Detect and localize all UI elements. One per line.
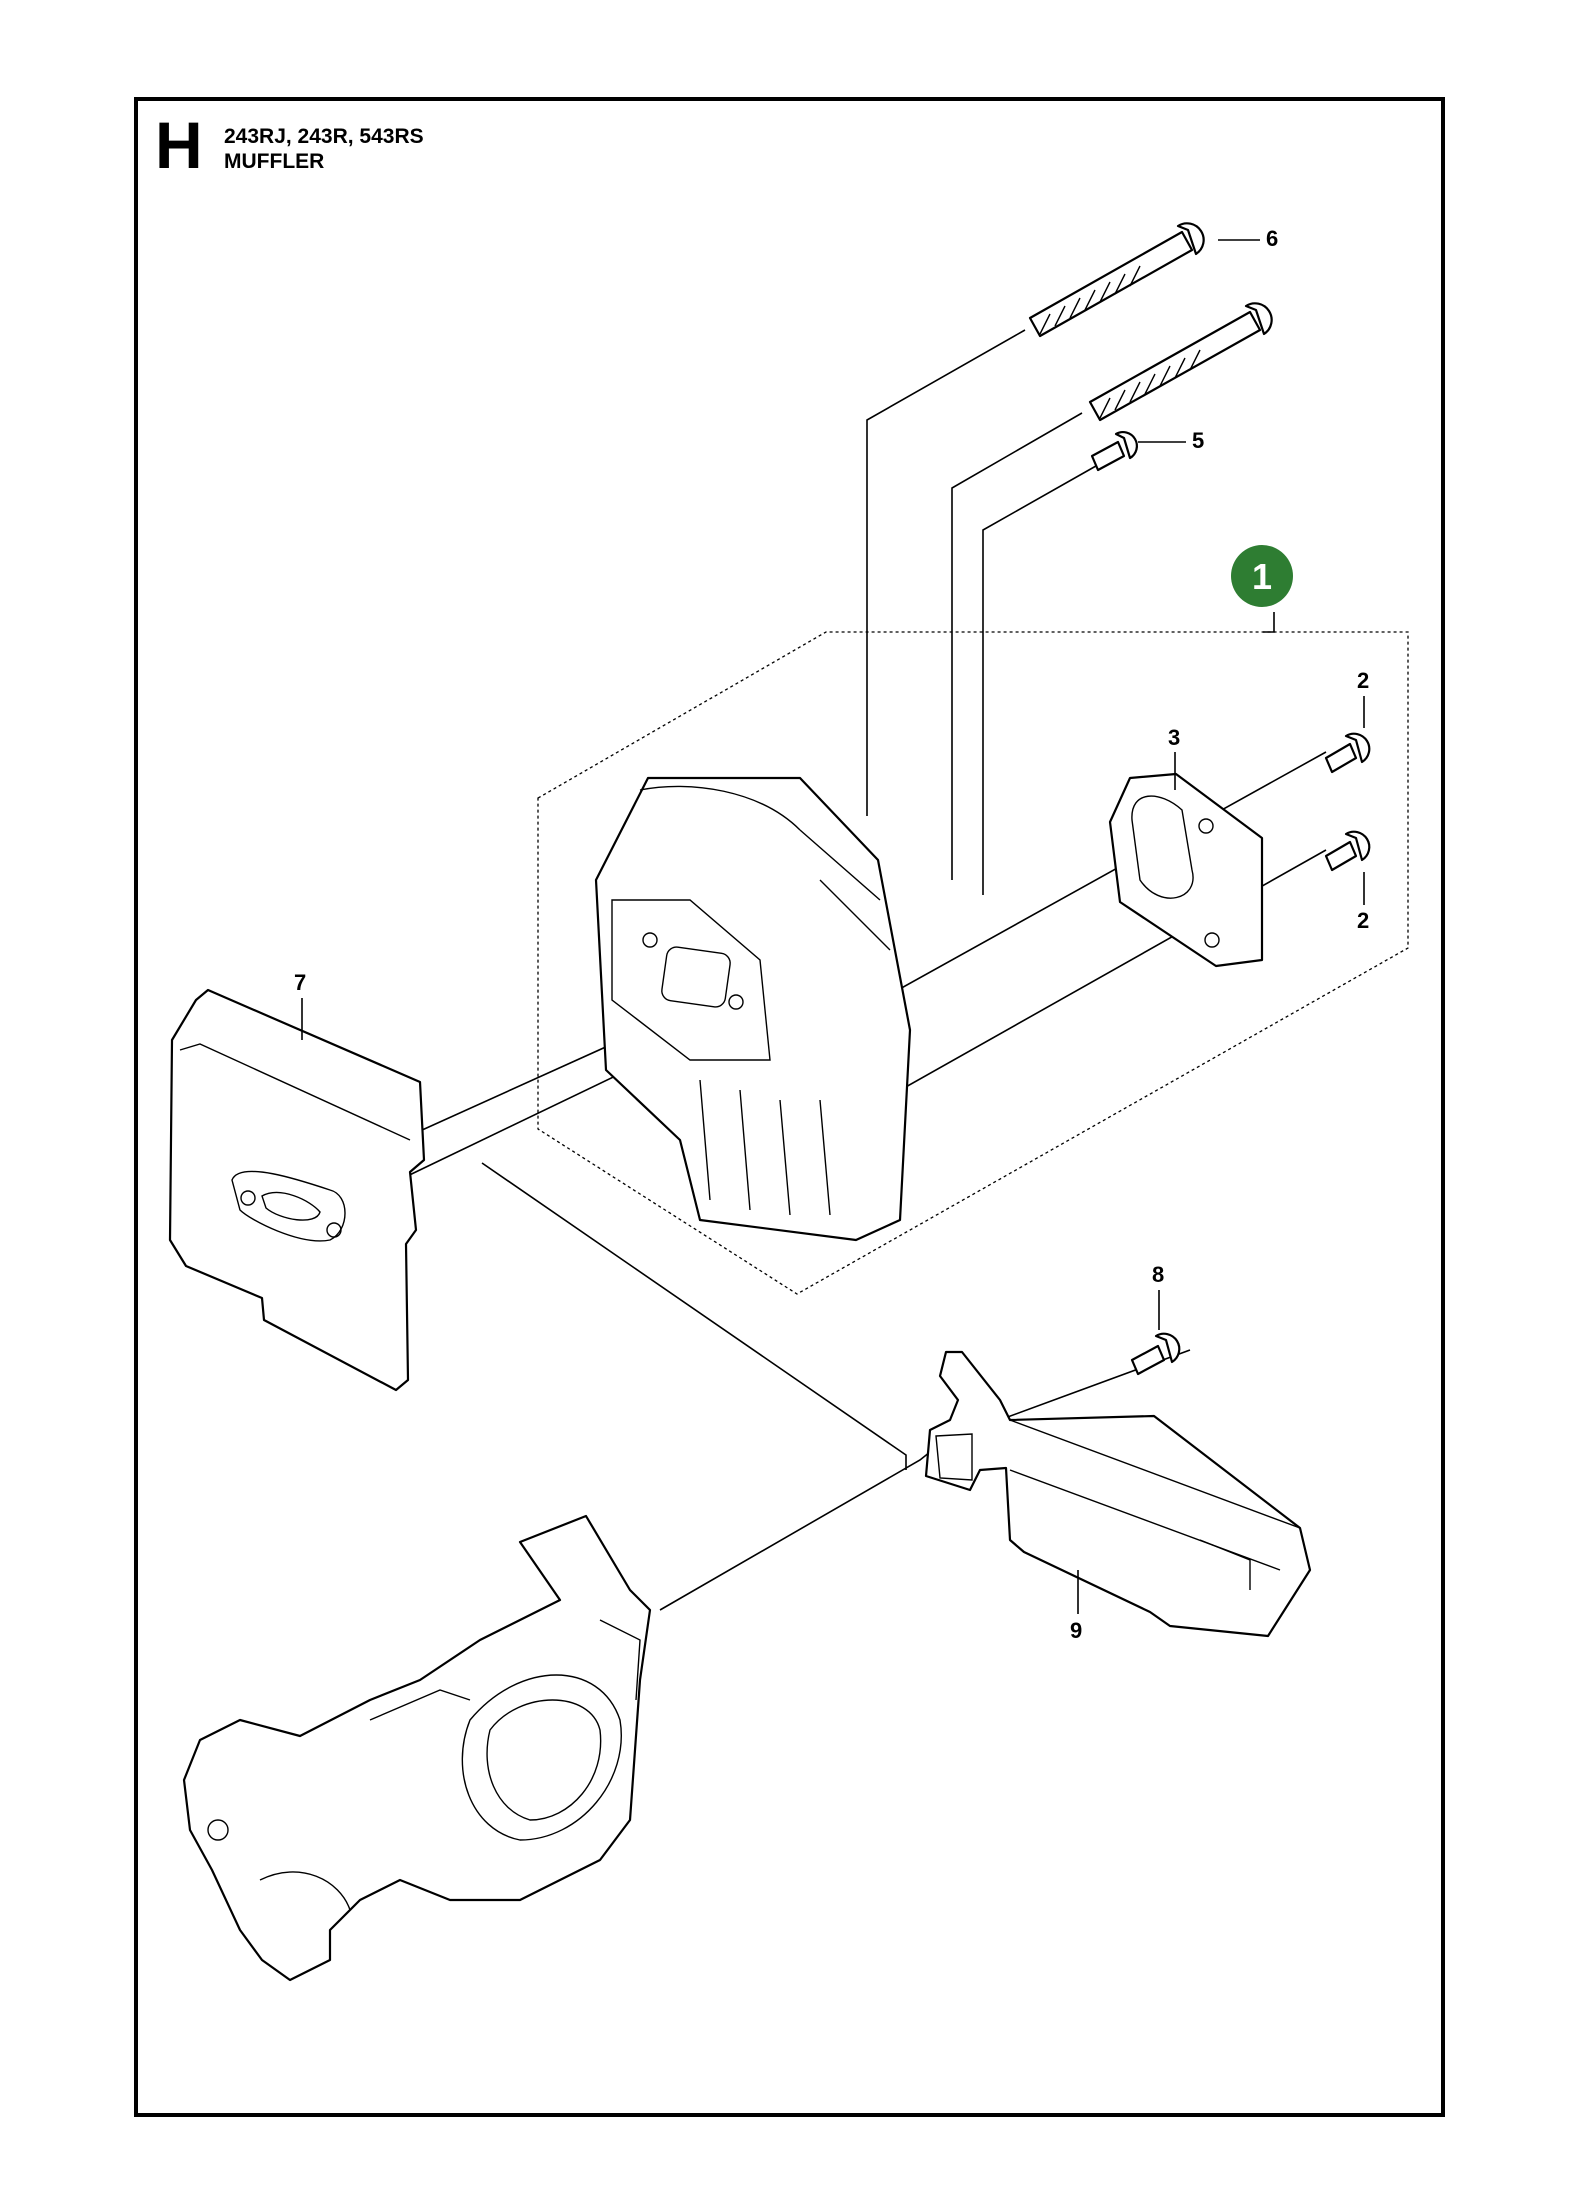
callout-3: 3 — [1168, 725, 1180, 750]
spark-arrestor-part-3 — [1108, 772, 1264, 968]
section-title: MUFFLER — [224, 150, 325, 173]
guide-line-bolt-1 — [866, 329, 1026, 816]
callout-7: 7 — [294, 970, 306, 995]
diagram-frame — [134, 97, 1445, 2117]
guide-line-screw-5 — [982, 461, 1104, 895]
screw-part-5 — [1090, 431, 1138, 472]
guide-line-bolt-2 — [951, 412, 1083, 880]
crankcase — [182, 1514, 652, 1982]
assembly-badge-1: 1 — [1231, 545, 1293, 607]
model-list: 243RJ, 243R, 543RS — [224, 125, 424, 148]
assembly-boundary — [537, 631, 1409, 1295]
callout-5: 5 — [1192, 428, 1204, 453]
bolt-part-6 — [1028, 222, 1273, 422]
muffler-body — [594, 776, 912, 1242]
screw-part-8 — [1130, 1332, 1181, 1376]
callout-6: 6 — [1266, 226, 1278, 251]
assembly-number: 1 — [1252, 556, 1272, 597]
callout-2-upper: 2 — [1357, 668, 1369, 693]
heat-shield-part-7 — [168, 988, 426, 1392]
callout-2-lower: 2 — [1357, 908, 1369, 933]
section-letter: H — [155, 108, 203, 182]
muffler-guard-part-9 — [924, 1350, 1312, 1638]
callout-9: 9 — [1070, 1618, 1082, 1643]
screws-part-2 — [1324, 732, 1371, 872]
callout-8: 8 — [1152, 1262, 1164, 1287]
